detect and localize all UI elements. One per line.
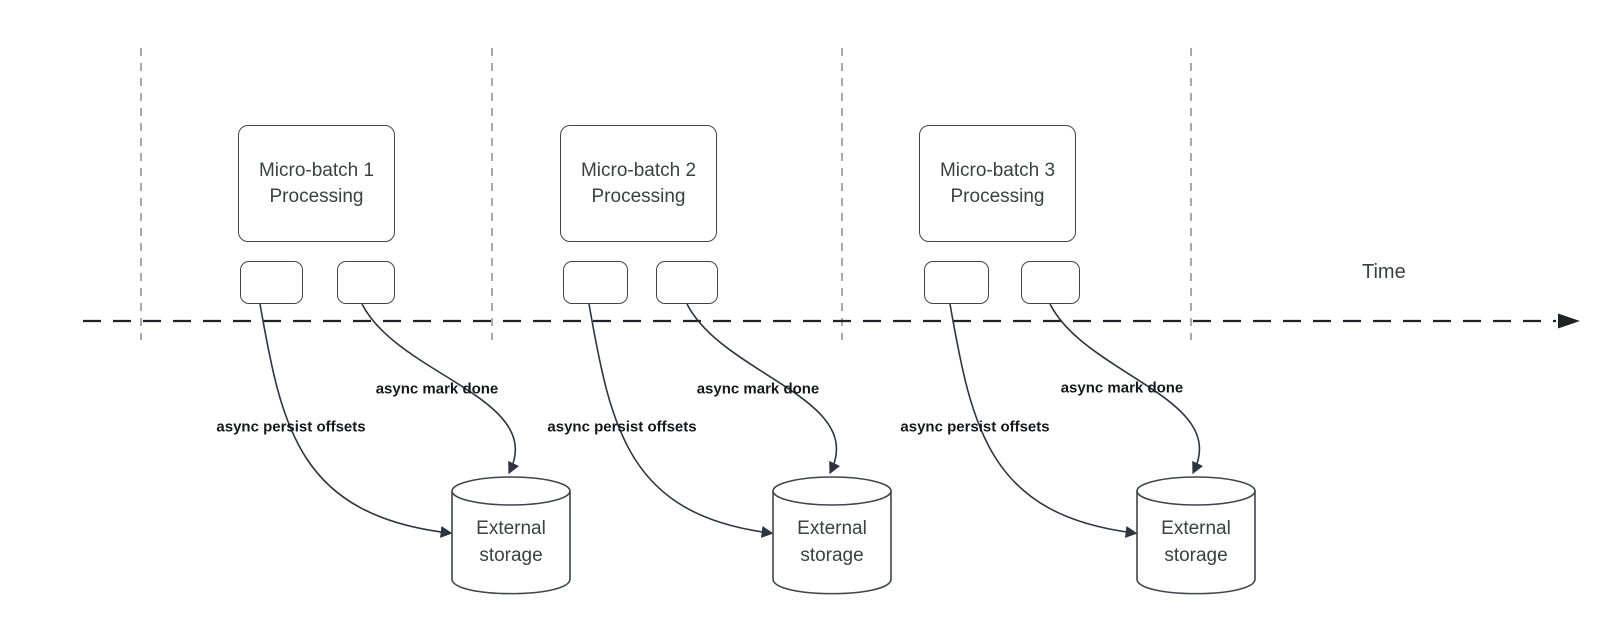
async-mark-done-label-3: async mark done (1060, 379, 1184, 397)
async-arrows (259, 303, 1204, 538)
micro-batch-3-title-line2: Processing (950, 185, 1045, 207)
async-persist-offsets-arrow-1 (259, 303, 453, 538)
task-slot-box-2a (563, 261, 628, 304)
external-storage-cylinder-top-3 (1136, 476, 1256, 506)
async-persist-offsets-label-1: async persist offsets (216, 418, 366, 436)
micro-batch-1-processing-box: Micro-batch 1 Processing (238, 125, 395, 242)
external-storage-label-2: External storage (797, 518, 867, 566)
async-persist-offsets-label-2: async persist offsets (547, 418, 697, 436)
async-mark-done-arrow-2 (686, 303, 841, 475)
external-storage-cylinder-top-2 (772, 476, 892, 506)
storage-cylinders (451, 476, 1256, 595)
time-axis (83, 313, 1580, 329)
external-storage-cylinder-body-3 (1136, 491, 1256, 595)
task-slot-box-3b (1021, 261, 1080, 304)
async-persist-offsets-label-3: async persist offsets (900, 418, 1050, 436)
external-storage-cylinder-body-1 (451, 491, 571, 595)
external-storage-label-1: External storage (476, 518, 546, 566)
external-storage-label-3: External storage (1161, 518, 1231, 566)
external-storage-cylinder-top-1 (451, 476, 571, 506)
async-mark-done-arrow-1 (361, 303, 520, 475)
micro-batch-2-processing-box: Micro-batch 2 Processing (560, 125, 717, 242)
batch-boundary-dividers (140, 48, 1192, 340)
async-mark-done-label-1: async mark done (375, 380, 499, 398)
time-axis-arrowhead-icon (1558, 313, 1580, 329)
task-slot-box-1a (240, 261, 303, 304)
async-mark-done-arrow-3 (1049, 303, 1204, 475)
async-persist-offsets-arrow-2 (588, 303, 774, 538)
micro-batch-2-title-line2: Processing (591, 185, 686, 207)
micro-batch-1-title-line1: Micro-batch 1 (258, 159, 375, 181)
micro-batch-3-title-line1: Micro-batch 3 (939, 159, 1056, 181)
micro-batch-2-title-line1: Micro-batch 2 (580, 159, 697, 181)
external-storage-cylinder-body-2 (772, 491, 892, 595)
micro-batch-1-title-line2: Processing (269, 185, 364, 207)
task-slot-box-2b (656, 261, 718, 304)
async-persist-offsets-arrow-3 (949, 303, 1138, 538)
time-axis-label: Time (1362, 261, 1406, 283)
task-slot-box-1b (337, 261, 395, 304)
micro-batch-3-processing-box: Micro-batch 3 Processing (919, 125, 1076, 242)
task-slot-box-3a (924, 261, 989, 304)
async-mark-done-label-2: async mark done (696, 380, 820, 398)
